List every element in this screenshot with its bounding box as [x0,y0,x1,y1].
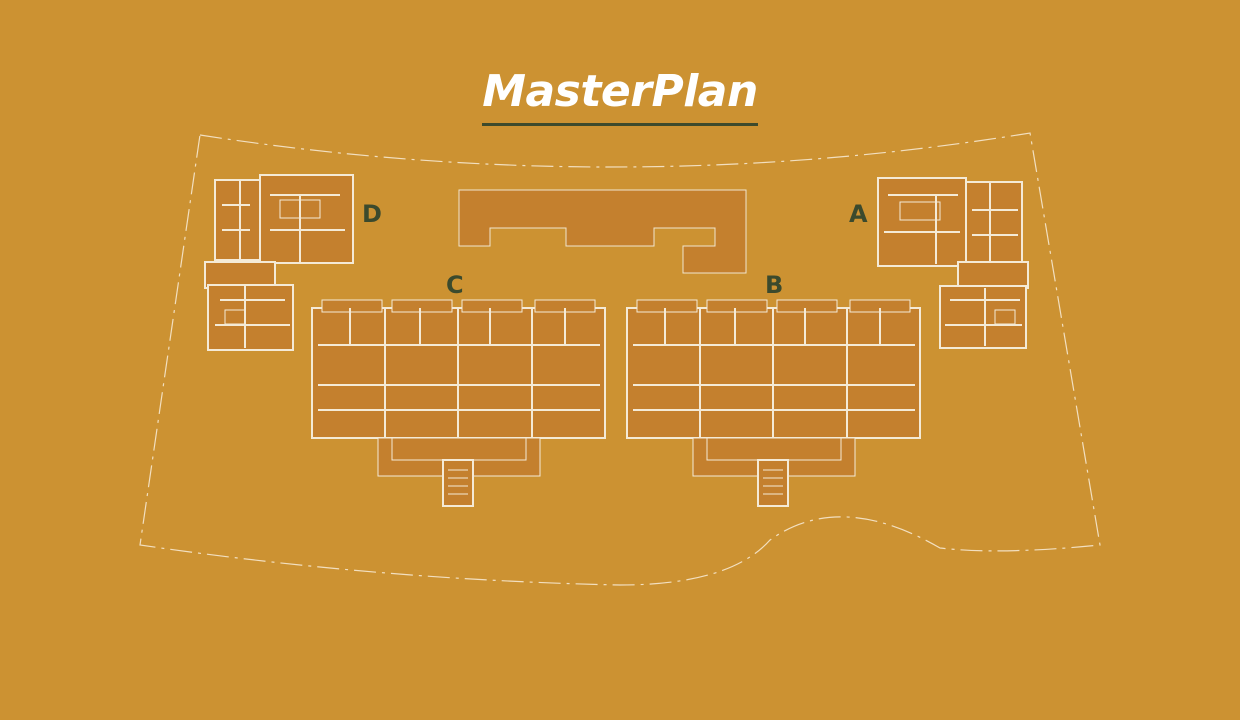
central-block [458,189,747,274]
title-underline [482,123,758,126]
building-d [204,174,354,351]
site-boundary [139,132,1101,586]
building-c [311,299,606,507]
building-label-d: D [362,200,382,228]
page-title: MasterPlan [482,66,758,117]
building-a [877,177,1029,349]
building-label-b: B [765,271,784,299]
building-b [626,299,921,507]
building-label-a: A [849,200,868,228]
building-label-c: C [446,271,464,299]
